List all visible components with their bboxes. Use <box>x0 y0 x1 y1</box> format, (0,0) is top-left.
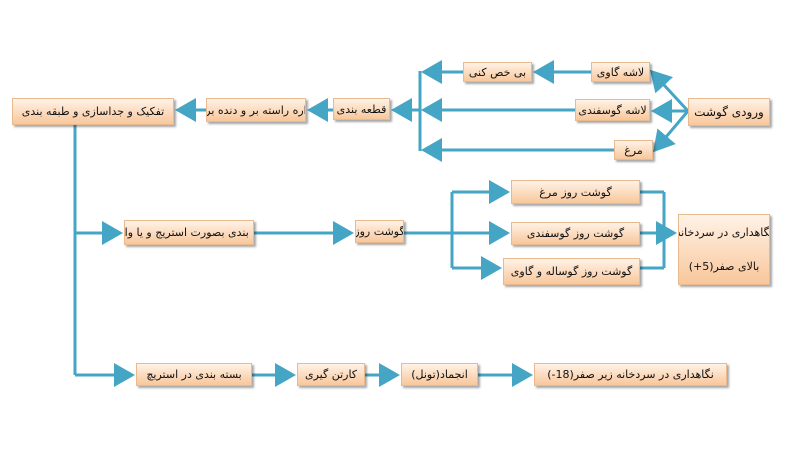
cold-storage-line2: بالای صفر(5+) <box>688 260 760 274</box>
node-fresh-beef: گوشت روز گوساله و گاوی <box>503 258 640 285</box>
node-vacuum-pack: بسته بندی بصورت استریج و یا واکیوم <box>124 220 254 245</box>
cold-storage-line1: نگاهداری در سردخانه <box>678 225 770 239</box>
node-sheep-carcass: لاشه گوسفندی <box>575 99 650 121</box>
node-fresh-chicken: گوشت روز مرغ <box>511 180 640 204</box>
node-deboning: بی خص کنی <box>463 62 532 82</box>
node-fresh-sheep: گوشت روز گوسفندی <box>511 222 640 245</box>
node-frozen-storage: نگاهداری در سردخانه زیر صفر(18-) <box>534 363 727 386</box>
node-fresh-meat: گوشت روز <box>355 220 404 243</box>
node-beef-carcass: لاشه گاوی <box>591 62 650 82</box>
node-freezing: انجماد(تونل) <box>401 363 478 386</box>
node-cutting: قطعه بندی <box>333 98 390 120</box>
node-saw: اره راسته بر و دنده بر <box>206 98 306 122</box>
node-stretch-pack: بسته بندی در استریچ <box>136 363 252 386</box>
node-cold-storage: نگاهداری در سردخانه بالای صفر(5+) <box>678 214 770 285</box>
node-sorting: تفکیک و جداسازی و طبقه بندی <box>12 98 174 125</box>
node-chicken: مرغ <box>614 140 653 160</box>
node-cartoning: کارتن گیری <box>297 363 365 386</box>
node-meat-input: ورودی گوشت <box>688 98 770 126</box>
